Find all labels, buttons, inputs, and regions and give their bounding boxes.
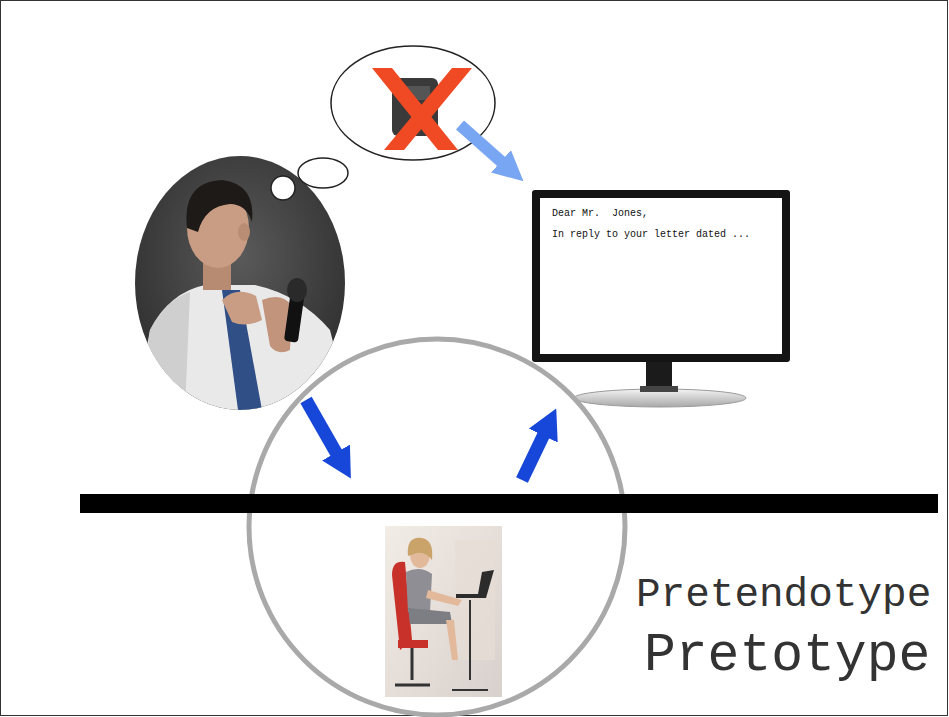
arrow xyxy=(306,400,338,456)
monitor-stand xyxy=(574,362,746,407)
thought-bubble xyxy=(331,46,495,160)
speaker-photo xyxy=(130,150,350,415)
monitor-screen: Dear Mr. Jones, In reply to your letter d… xyxy=(532,190,790,362)
letter-line: In reply to your letter dated ... xyxy=(552,229,772,240)
term-label: Pretotype xyxy=(644,626,930,686)
crossed-recorder xyxy=(372,68,472,150)
arrow xyxy=(460,125,504,164)
term-label: Pretendotype xyxy=(636,572,931,618)
letter-line: Dear Mr. Jones, xyxy=(552,208,772,219)
arrow xyxy=(522,432,545,480)
thought-bubble xyxy=(298,158,348,188)
outline-circle xyxy=(249,339,625,715)
typist-photo xyxy=(385,526,502,697)
thought-bubble xyxy=(271,176,295,200)
divider-bar xyxy=(80,494,938,513)
